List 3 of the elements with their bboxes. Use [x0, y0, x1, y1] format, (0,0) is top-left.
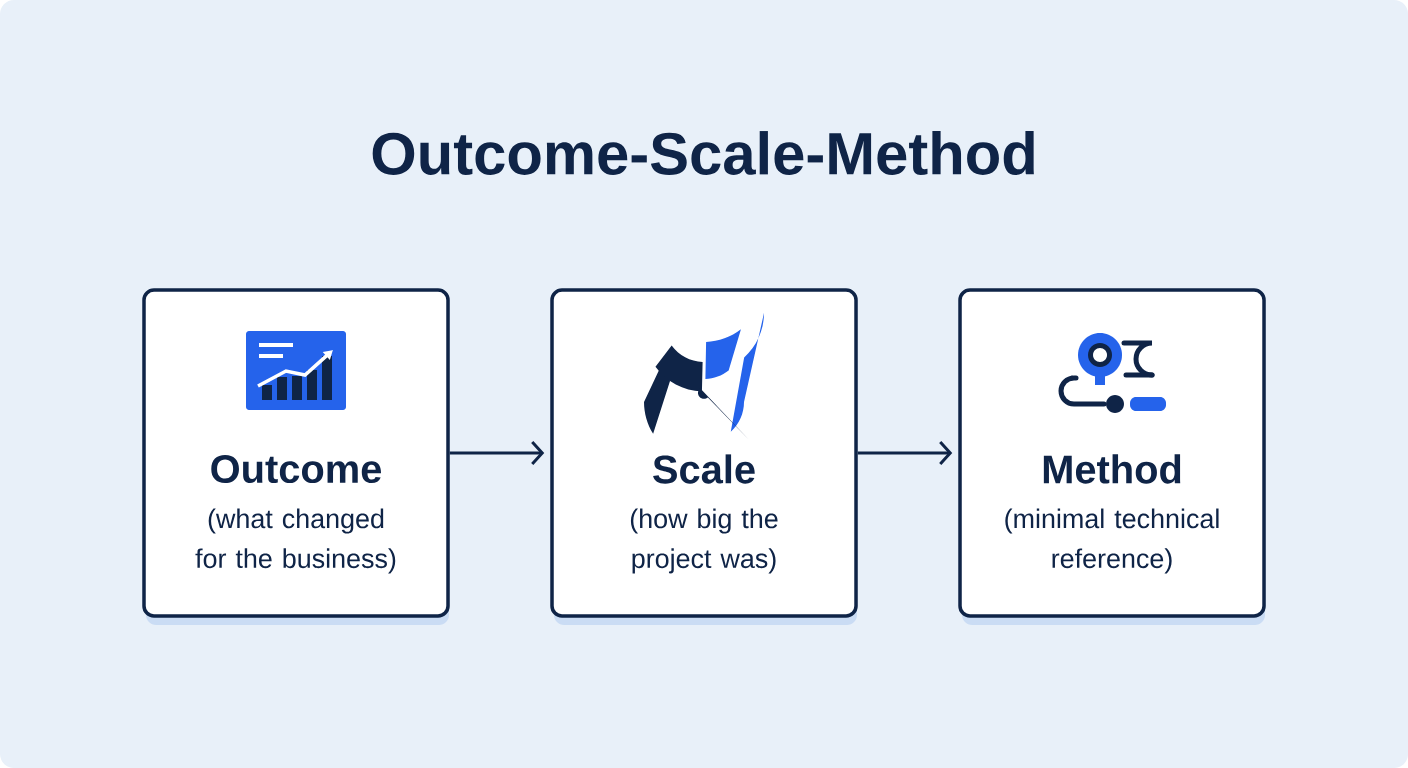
- title: Outcome-Scale-Method: [372, 131, 1034, 175]
- arrow: [857, 441, 953, 465]
- arrow: [449, 441, 545, 465]
